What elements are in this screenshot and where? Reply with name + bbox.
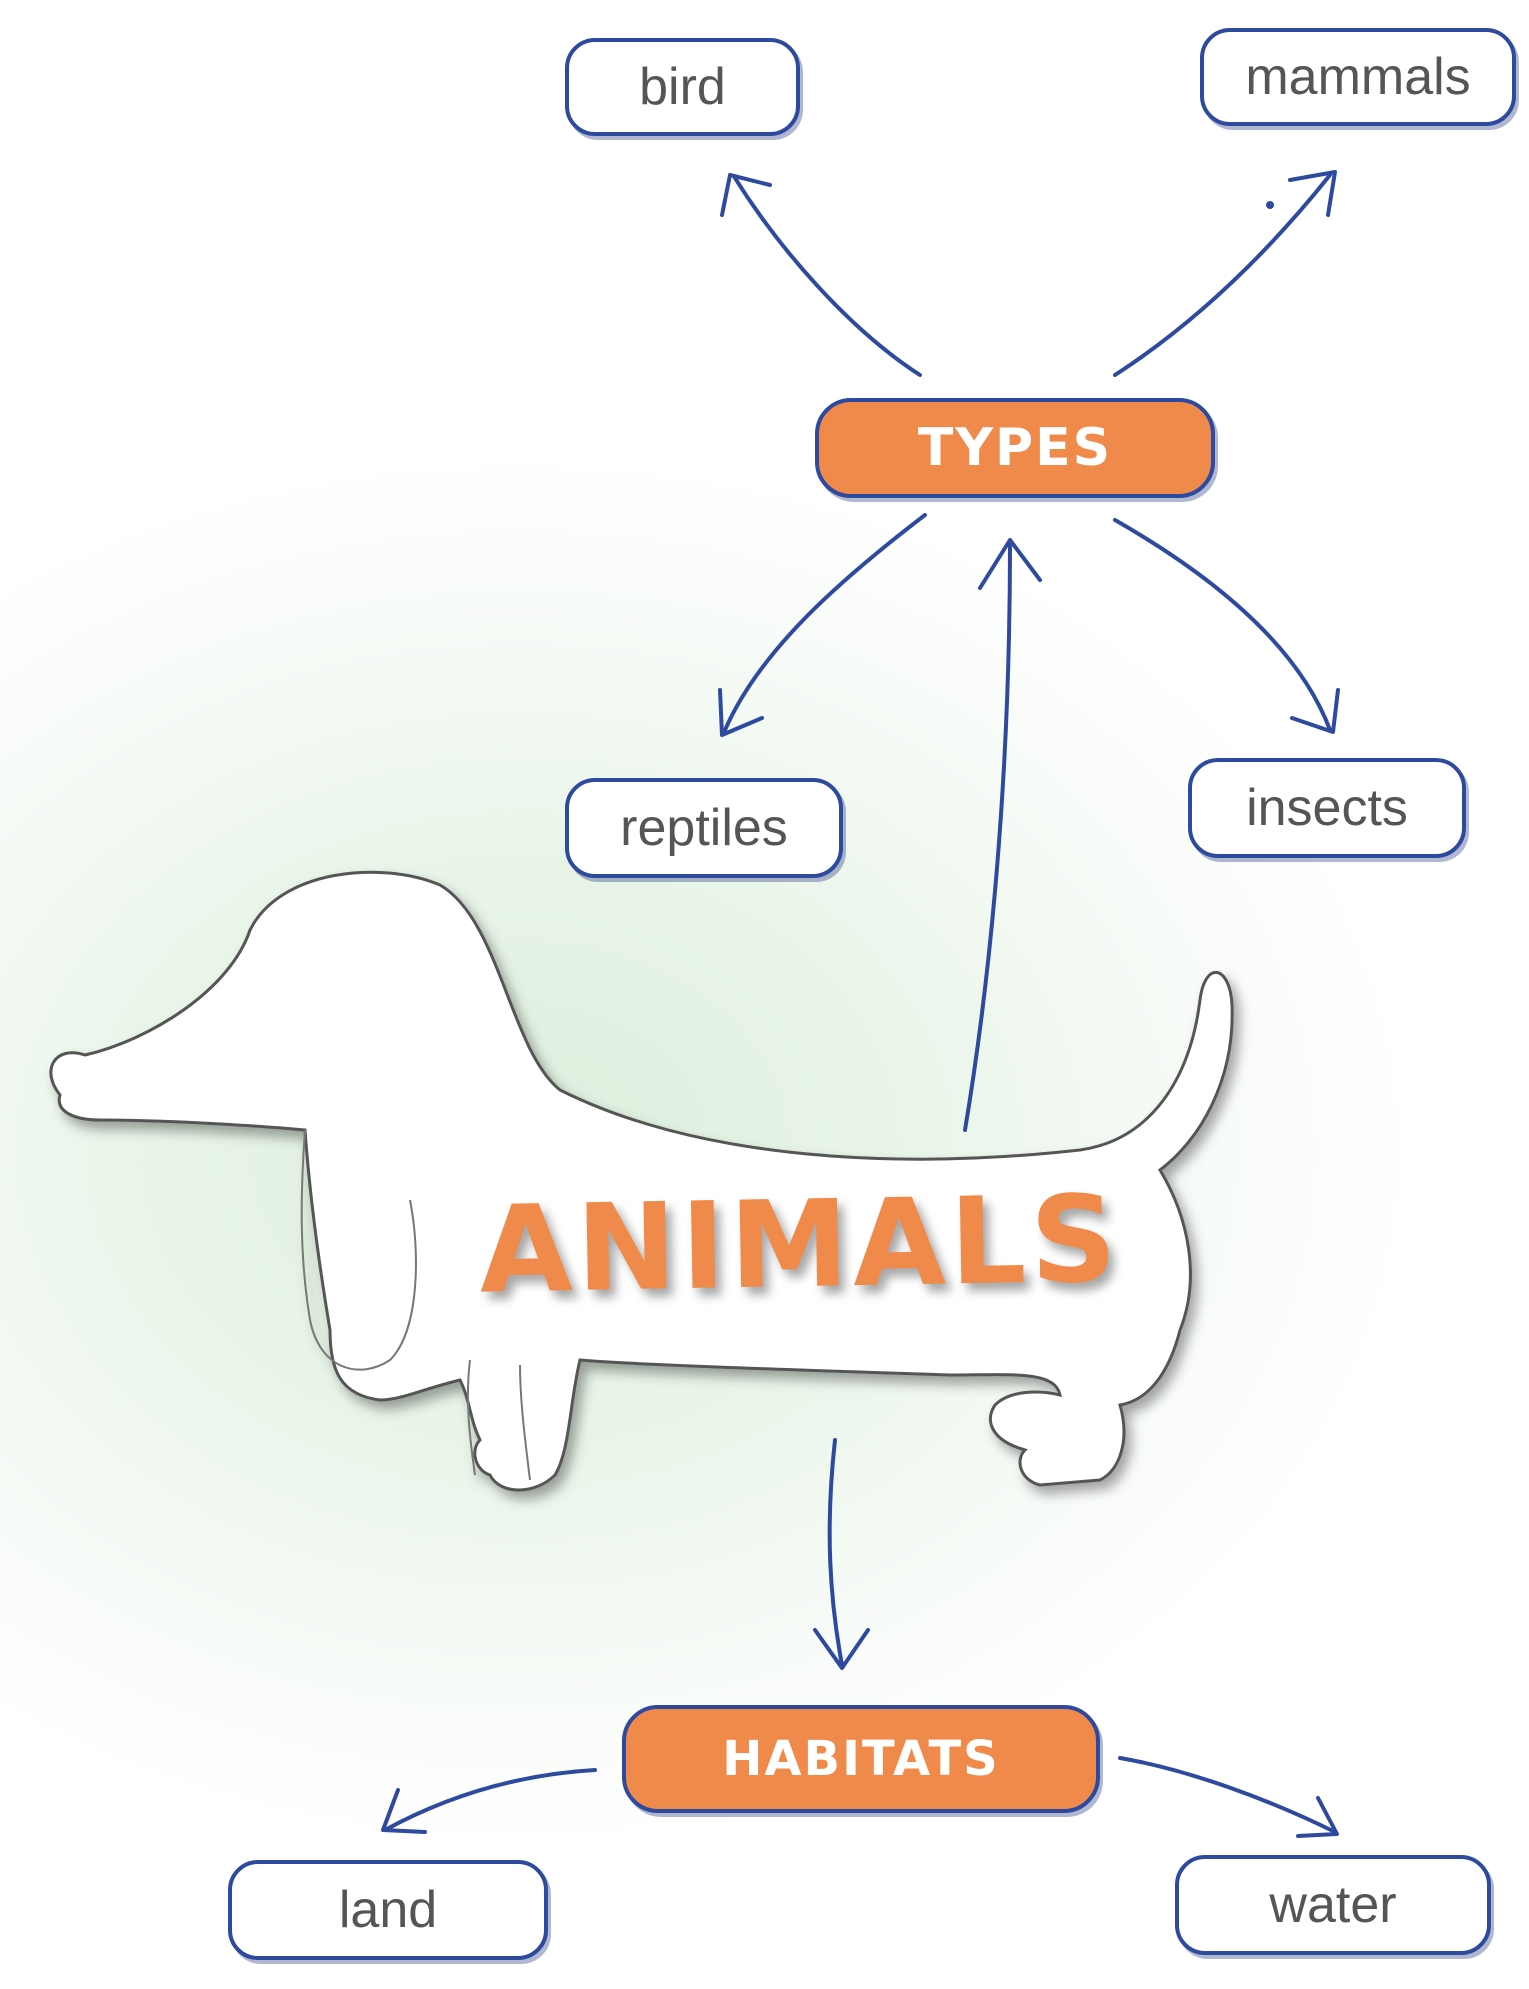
node-reptiles: reptiles bbox=[565, 778, 843, 878]
types-hub-label: TYPES bbox=[918, 418, 1112, 478]
arrow-types-to-bird bbox=[735, 178, 920, 375]
types-hub: TYPES bbox=[815, 398, 1215, 498]
habitats-hub: HABITATS bbox=[622, 1705, 1100, 1813]
node-bird: bird bbox=[565, 38, 800, 136]
arrow-habitats-to-water bbox=[1120, 1758, 1335, 1832]
node-water-label: water bbox=[1269, 1875, 1396, 1935]
arrow-habitats-to-land bbox=[385, 1770, 595, 1830]
node-mammals-label: mammals bbox=[1245, 47, 1470, 107]
arrow-types-to-mammals bbox=[1115, 175, 1330, 375]
node-land: land bbox=[228, 1860, 548, 1960]
arrow-animals-to-types bbox=[965, 545, 1010, 1130]
animals-title: ANIMALS bbox=[499, 1175, 1101, 1315]
node-bird-label: bird bbox=[639, 57, 726, 117]
habitats-hub-label: HABITATS bbox=[722, 1731, 1000, 1787]
arrow-types-to-insects bbox=[1115, 520, 1330, 730]
node-water: water bbox=[1175, 1855, 1491, 1955]
node-insects: insects bbox=[1188, 758, 1466, 858]
dot-mark bbox=[1266, 201, 1274, 209]
node-land-label: land bbox=[339, 1880, 437, 1940]
node-reptiles-label: reptiles bbox=[620, 798, 788, 858]
node-insects-label: insects bbox=[1246, 778, 1408, 838]
arrow-types-to-reptiles bbox=[725, 515, 925, 730]
arrow-animals-to-habitats bbox=[830, 1440, 842, 1665]
node-mammals: mammals bbox=[1200, 28, 1516, 126]
